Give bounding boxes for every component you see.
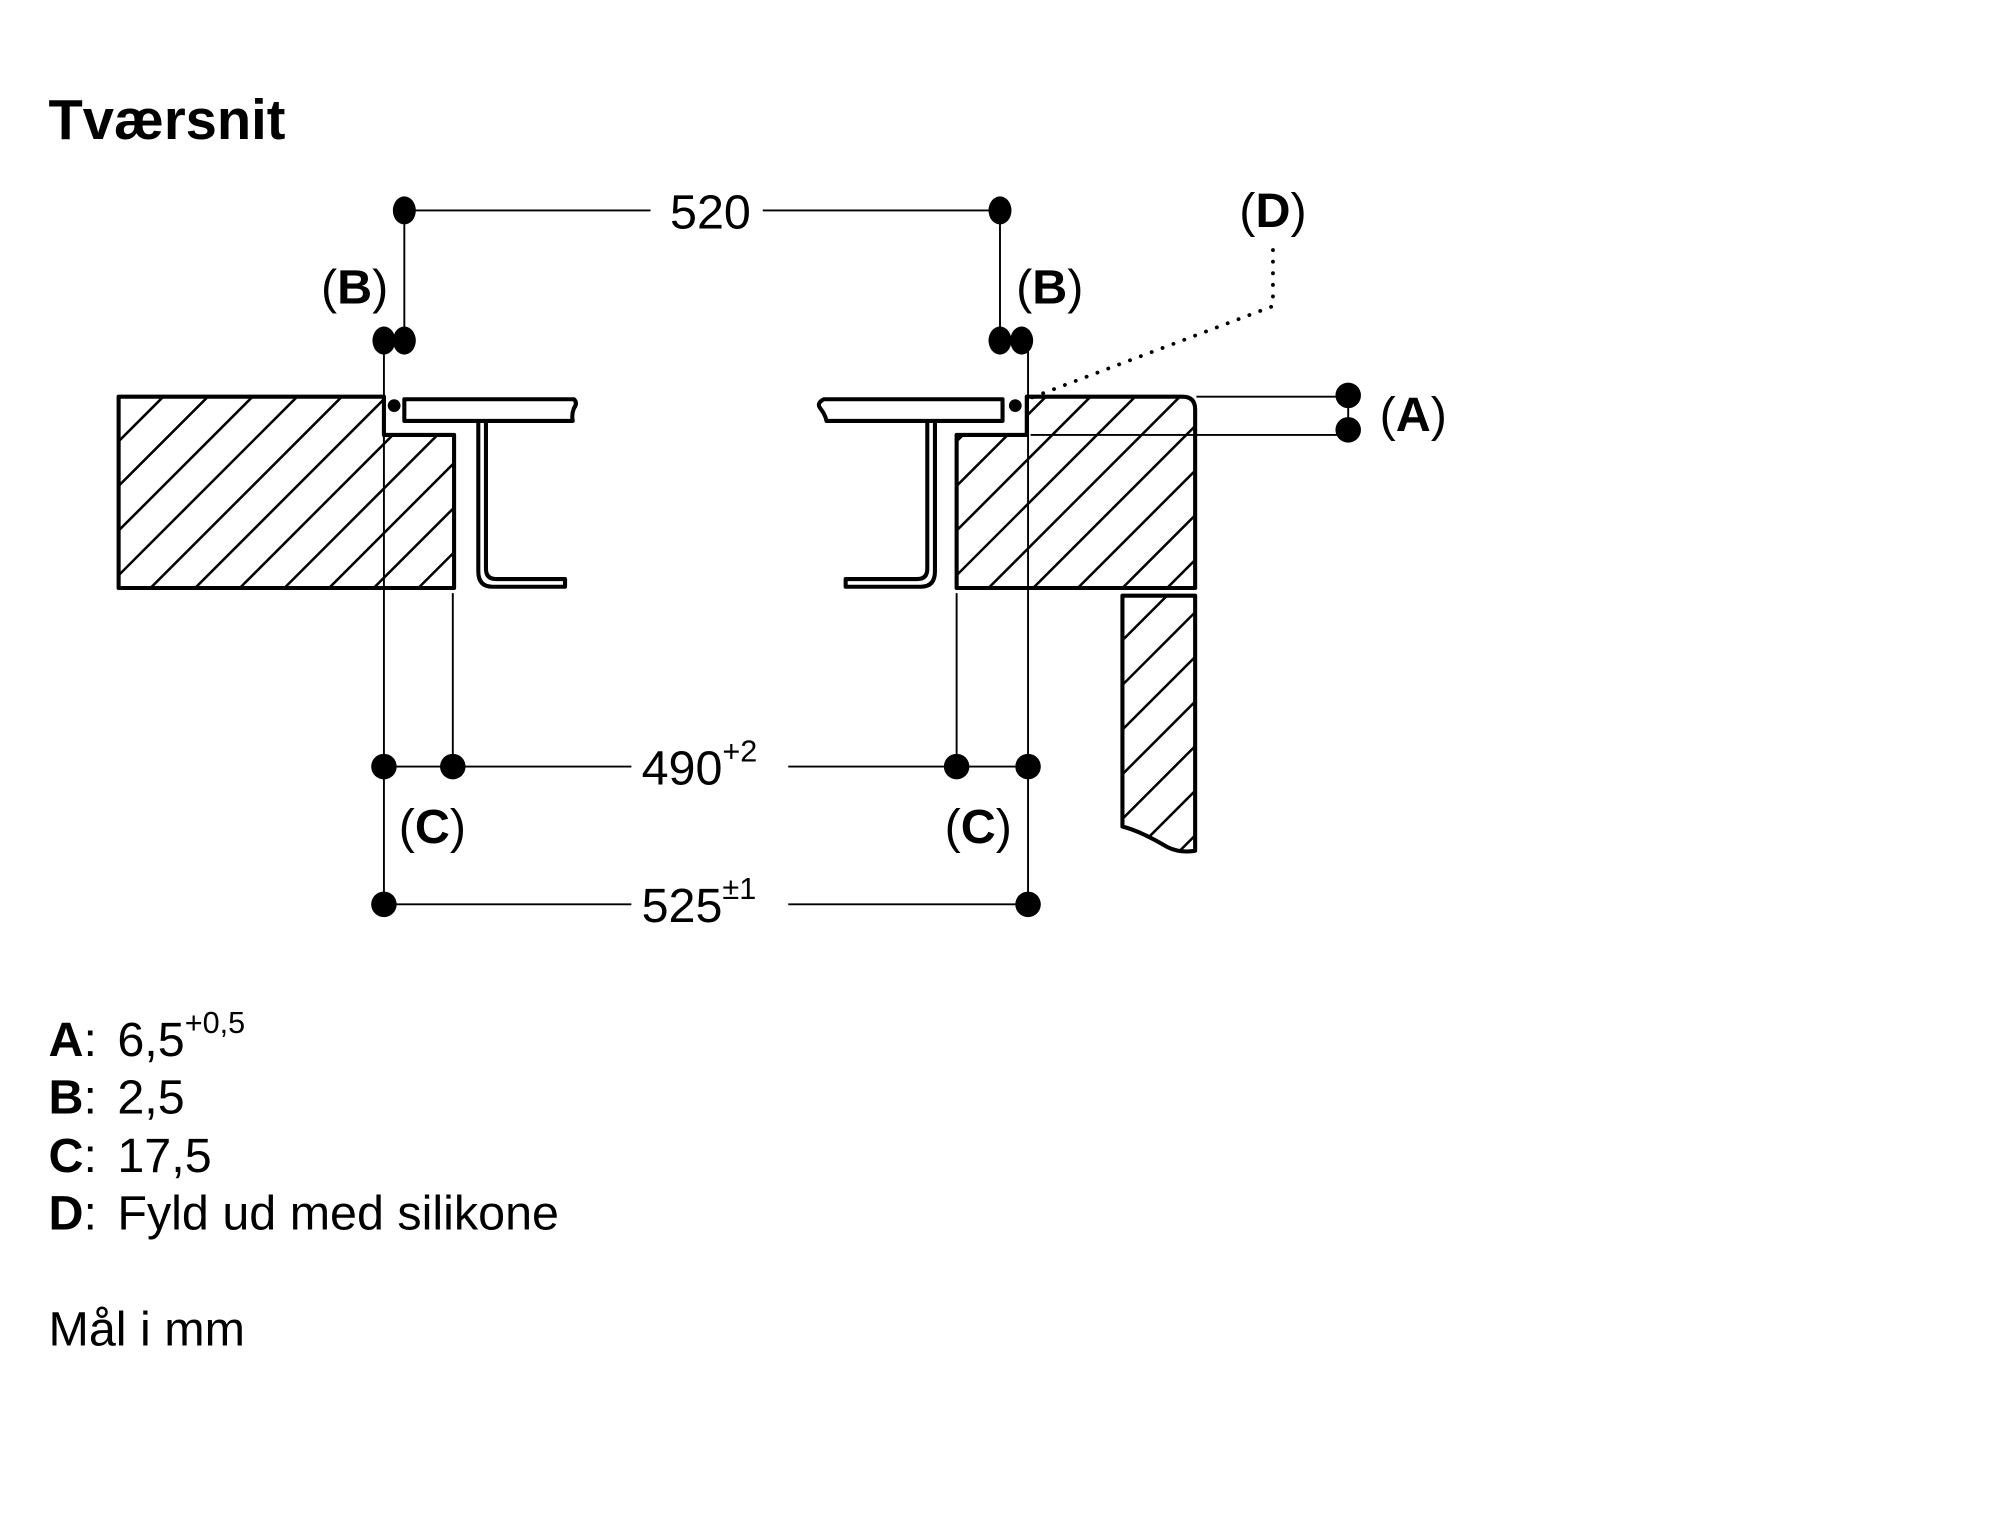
- dim-endpoint-dot: [1010, 326, 1034, 355]
- hatch-line: [956, 396, 1092, 589]
- hatch-line: [1032, 396, 1196, 589]
- legend-item-b: B:2,5: [48, 1071, 184, 1125]
- hatch-line: [597, 397, 788, 588]
- hatch-line: [1122, 595, 1196, 852]
- hatch-line: [1314, 596, 1569, 851]
- svg-text:(D): (D): [1239, 184, 1306, 238]
- dimension-520: 520: [392, 185, 1012, 341]
- dim-endpoint-dot: [1015, 891, 1041, 918]
- hatch-line: [1076, 396, 1196, 589]
- left-worktop-section: [116, 394, 833, 591]
- dim-endpoint-dot: [392, 326, 416, 355]
- hatch-line: [1122, 595, 1196, 852]
- page-title: Tværsnit: [48, 88, 285, 151]
- legend-item-a: A:6,5+0,5: [48, 1006, 245, 1067]
- hatch-line: [1269, 596, 1524, 851]
- callout-b-right: (B): [988, 261, 1083, 355]
- mounting-bracket: [476, 420, 568, 589]
- right-cooktop-edge: [816, 397, 1005, 589]
- hatch-line: [463, 397, 654, 588]
- hatch-line: [1122, 595, 1168, 852]
- dim-endpoint-dot: [371, 891, 397, 918]
- leader-line-dotted: [1028, 248, 1275, 400]
- hatch-line: [118, 396, 209, 589]
- dimension-525: 525±1: [371, 872, 1041, 933]
- hatch-line: [1358, 596, 1613, 851]
- hatch-line: [1212, 397, 1403, 588]
- dim-label-525: 525±1: [642, 872, 757, 933]
- hatch-line: [1121, 396, 1196, 589]
- dim-endpoint-dot: [1015, 753, 1041, 780]
- hatch-line: [552, 397, 743, 588]
- units-note: Mål i mm: [48, 1303, 245, 1357]
- hatch-pattern: [1122, 595, 1703, 852]
- callout-c-left: (C): [399, 800, 466, 854]
- hatch-line: [1122, 595, 1196, 852]
- dim-endpoint-dot: [371, 753, 397, 780]
- hatch-line: [118, 396, 254, 589]
- hatch-line: [1224, 596, 1479, 851]
- silicone-dot: [1008, 399, 1022, 412]
- legend: A:6,5+0,5 B:2,5 C:17,5 D:Fyld ud med sil…: [48, 1006, 559, 1356]
- legend-item-d: D:Fyld ud med silikone: [48, 1187, 559, 1241]
- dim-endpoint-dot: [943, 753, 970, 780]
- dim-endpoint-dot: [988, 326, 1012, 355]
- cooktop-plate: [816, 397, 1005, 423]
- mounting-bracket: [843, 420, 937, 589]
- dim-label-520: 520: [670, 185, 751, 239]
- svg-text:(B): (B): [321, 261, 388, 315]
- hatch-line: [1134, 595, 1196, 852]
- hatch-line: [642, 397, 833, 588]
- callout-b-left: (B): [321, 261, 416, 355]
- hatch-line: [1403, 596, 1658, 851]
- hatch-line: [118, 396, 120, 589]
- left-cooktop-edge: [402, 397, 578, 589]
- hatch-line: [118, 396, 299, 589]
- svg-text:(B): (B): [1016, 261, 1083, 315]
- hatch-line: [956, 396, 1137, 589]
- callout-d: (D): [1028, 184, 1307, 400]
- hatch-line: [328, 396, 455, 589]
- hatch-line: [372, 396, 455, 589]
- dim-endpoint-dot: [1335, 417, 1361, 443]
- svg-text:(A): (A): [1380, 388, 1447, 442]
- callout-a: (A): [1030, 382, 1447, 443]
- hatch-line: [149, 396, 343, 589]
- hatch-line: [1122, 595, 1196, 852]
- hatch-line: [194, 396, 388, 589]
- hatch-line: [508, 397, 699, 588]
- hatch-line: [118, 396, 165, 589]
- hatch-pattern: [118, 396, 833, 589]
- cooktop-plate: [402, 397, 578, 423]
- dim-endpoint-dot: [1335, 382, 1361, 409]
- hatch-line: [1448, 596, 1703, 851]
- hatch-line: [987, 396, 1181, 589]
- silicone-dot: [387, 399, 401, 412]
- cabinet-side-panel: [1120, 593, 1703, 854]
- dimension-490: 490+2: [371, 734, 1041, 795]
- dim-endpoint-dot: [440, 753, 466, 780]
- hatch-line: [417, 396, 455, 589]
- dim-label-490: 490+2: [642, 734, 758, 795]
- callout-c-right: (C): [945, 800, 1012, 854]
- hatch-line: [1178, 595, 1196, 852]
- legend-item-c: C:17,5: [48, 1129, 211, 1183]
